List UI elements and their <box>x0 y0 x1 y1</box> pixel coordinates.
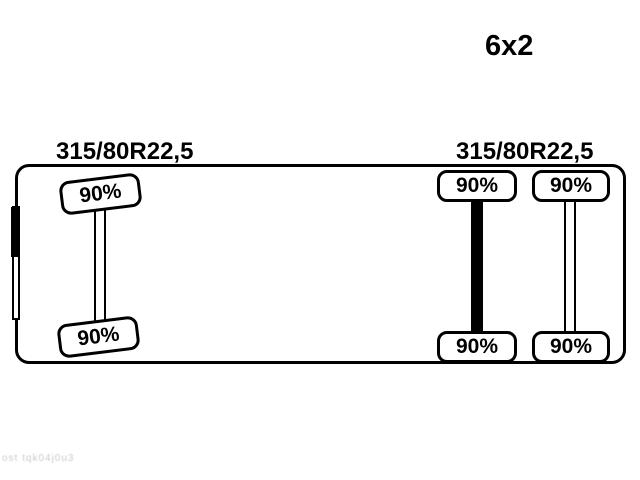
photo-watermark: ost tqk04j0u3 <box>2 453 75 464</box>
tire-drive-axle-bottom: 90% <box>437 331 517 363</box>
front-tyre-size-label: 315/80R22,5 <box>56 138 194 165</box>
tire-front-top-wear: 90% <box>78 179 123 208</box>
tire-tag-bottom-wear: 90% <box>549 335 593 358</box>
tire-tag-axle-top: 90% <box>532 170 610 202</box>
tire-drive-axle-top: 90% <box>437 170 517 202</box>
drive-configuration-label: 6x2 <box>485 30 534 62</box>
drive-axle-bar <box>471 199 483 334</box>
tag-axle-line <box>564 200 576 333</box>
tire-tag-axle-bottom: 90% <box>532 331 610 363</box>
tire-drive-bottom-wear: 90% <box>455 335 499 358</box>
tire-front-bottom-wear: 90% <box>76 322 121 351</box>
front-bumper-block <box>11 207 20 257</box>
front-axle-line <box>94 208 106 324</box>
rear-tyre-size-label: 315/80R22,5 <box>456 138 594 165</box>
tire-tag-top-wear: 90% <box>549 174 593 197</box>
tire-drive-top-wear: 90% <box>455 174 499 197</box>
